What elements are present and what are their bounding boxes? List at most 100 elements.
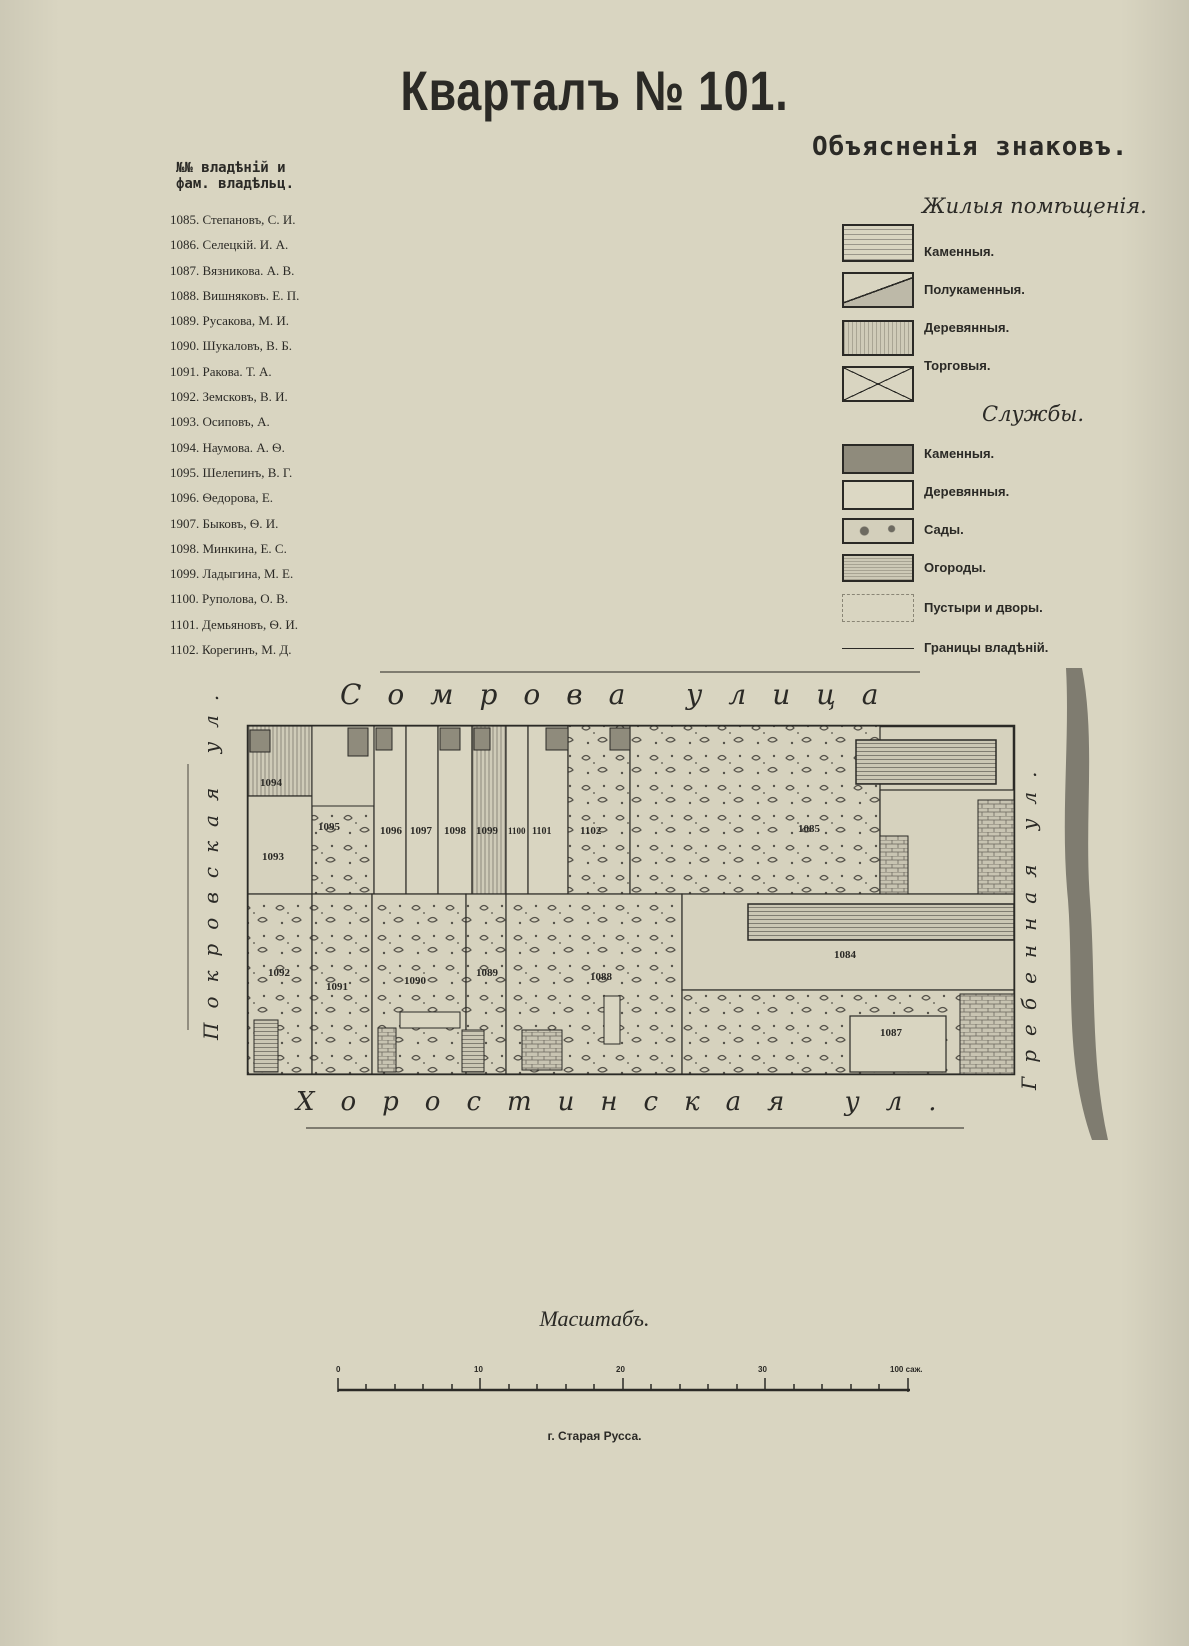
owner-item: 1088. Вишняковъ. Е. П. — [170, 287, 300, 303]
parcel-1085-outbuilding — [879, 835, 909, 895]
parcel-label: 1097 — [410, 825, 433, 837]
parcel-1085-corner-building — [977, 799, 1015, 895]
owners-list: 1085. Степановъ, С. И. 1086. Селецкій. И… — [170, 212, 299, 667]
building — [377, 1027, 397, 1073]
parcel-label: 1101 — [532, 826, 551, 837]
parcel-label: 1100 — [508, 826, 526, 836]
scale-bar-ticks — [337, 1378, 909, 1392]
parcel-1085-building — [855, 739, 997, 785]
legend-label: Границы владѣній. — [924, 640, 1049, 655]
building — [375, 727, 393, 751]
parcel-1097 — [405, 725, 439, 895]
scale-tick-label: 0 — [336, 1365, 341, 1374]
legend-label: Деревянныя. — [924, 320, 1010, 335]
legend-title: Объясненія знаковъ. — [812, 132, 1129, 162]
building — [545, 727, 569, 751]
owner-item: 1096. Ѳедорова, Е. — [170, 490, 274, 506]
street-name-left: Покровская ул. — [199, 681, 223, 1041]
legend-swatch-boundary — [842, 648, 914, 649]
parcel-1098 — [437, 725, 473, 895]
parcel-1085 — [629, 725, 881, 895]
scale-tick-label: 100 саж. — [890, 1365, 922, 1374]
parcel-label: 1084 — [834, 949, 857, 961]
building — [521, 1029, 563, 1071]
parcel-1093 — [247, 795, 313, 895]
owner-item: 1098. Минкина, Е. С. — [170, 540, 287, 556]
parcel-label: 1099 — [476, 825, 499, 837]
building — [249, 729, 271, 753]
legend-swatch-stone-services — [842, 444, 914, 474]
owner-item: 1102. Корегинъ, М. Д. — [170, 642, 292, 658]
building — [473, 727, 491, 751]
parcel-label: 1095 — [318, 821, 341, 833]
parcel-1101 — [527, 725, 569, 895]
owner-item: 1089. Русакова, М. И. — [170, 313, 290, 329]
street-name-top: Сомрова улица — [340, 678, 905, 711]
legend-swatch-wooden-residential — [842, 320, 914, 356]
parcel-1087-brick — [959, 993, 1015, 1075]
owner-item: 1091. Ракова. Т. А. — [170, 363, 272, 379]
legend-residential-heading: Жилыя помѣщенія. — [922, 194, 1147, 218]
legend-swatch-commercial — [842, 366, 914, 402]
street-name-bottom: Хоростинская ул. — [294, 1087, 963, 1117]
legend-label: Полукаменныя. — [924, 282, 1025, 297]
legend-label: Сады. — [924, 522, 964, 537]
parcel-label: 1102 — [580, 825, 602, 837]
scale-tick-label: 30 — [758, 1365, 767, 1374]
river-bank — [1064, 668, 1108, 1140]
parcel-label: 1094 — [260, 777, 283, 789]
scale-title: Масштабъ. — [539, 1306, 650, 1331]
building — [609, 727, 631, 751]
legend-label: Торговыя. — [924, 358, 991, 373]
owner-item: 1092. Земсковъ, В. И. — [170, 389, 288, 405]
owner-item: 1090. Шукаловъ, В. Б. — [170, 338, 293, 354]
legend-swatch-stone-residential — [842, 224, 914, 262]
legend-label: Каменныя. — [924, 446, 995, 461]
legend-swatch-gardens — [842, 518, 914, 544]
parcel-1099 — [471, 725, 507, 895]
parcel-label: 1087 — [880, 1027, 903, 1039]
owner-item: 1101. Демьяновъ, Ѳ. И. — [170, 616, 298, 632]
owners-header-line1: №№ владѣній и — [176, 160, 286, 176]
building — [461, 1029, 485, 1073]
building — [399, 1011, 461, 1029]
owner-item: 1087. Вязникова. А. В. — [170, 262, 295, 278]
owner-item: 1099. Ладыгина, М. Е. — [170, 566, 294, 582]
legend-label: Огороды. — [924, 560, 986, 575]
legend-label: Пустыри и дворы. — [924, 600, 1043, 615]
parcel-label: 1090 — [404, 975, 427, 987]
parcel-label: 1096 — [380, 825, 403, 837]
owner-item: 1907. Быковъ, Ѳ. И. — [170, 515, 279, 531]
page-title: Кварталъ № 101. — [400, 59, 789, 122]
legend-swatch-wooden-services — [842, 480, 914, 510]
owners-header: №№ владѣній и фам. владѣльц. — [176, 160, 294, 192]
parcel-label: 1093 — [262, 851, 285, 863]
footer-city: г. Старая Русса. — [547, 1429, 642, 1443]
parcel-label: 1088 — [590, 971, 613, 983]
owner-item: 1094. Наумова. А. Ѳ. — [170, 439, 285, 455]
legend-swatch-wasteland — [842, 594, 914, 622]
parcel-label: 1091 — [326, 981, 348, 993]
scale-tick-label: 10 — [474, 1365, 483, 1374]
parcel-1087-house — [849, 1015, 947, 1073]
legend-swatch-halfstone-residential — [842, 272, 914, 308]
legend-label: Деревянныя. — [924, 484, 1010, 499]
building — [439, 727, 461, 751]
scale-tick-label: 20 — [616, 1365, 625, 1374]
legend-swatch-vegetable-gardens — [842, 554, 914, 582]
owner-item: 1086. Селецкій. И. А. — [170, 237, 289, 253]
building — [347, 727, 369, 757]
parcel-label: 1092 — [268, 967, 291, 979]
parcel-label: 1098 — [444, 825, 467, 837]
legend-label: Каменныя. — [924, 244, 995, 259]
building — [603, 995, 621, 1045]
parcel-1096 — [373, 725, 407, 895]
building — [253, 1019, 279, 1073]
parcel-1102 — [567, 725, 631, 895]
parcel-1084-building — [747, 903, 1015, 941]
street-name-right: Гребенная ул. — [1017, 758, 1041, 1092]
owner-item: 1093. Осиповъ, А. — [170, 414, 270, 430]
parcel-label: 1089 — [476, 967, 499, 979]
owner-item: 1095. Шелепинъ, В. Г. — [170, 464, 293, 480]
